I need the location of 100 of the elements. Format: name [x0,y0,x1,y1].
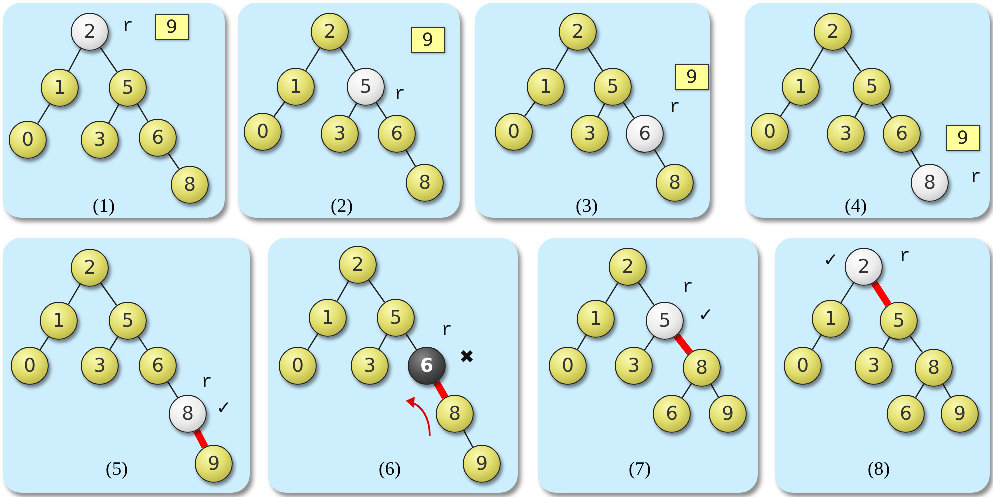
tree-edge [654,150,666,168]
tree-node: 3 [351,347,389,385]
tree-edge [100,283,118,306]
tree-edge [843,47,862,72]
tree-edge [168,382,178,398]
tree-edge [108,104,120,124]
pointer-label: r [122,18,134,36]
tree-edge [812,335,822,350]
tree-edge [138,336,148,351]
tree-node: 6 [883,115,921,153]
tree-node: 2 [71,13,109,51]
tree-edge [100,47,118,73]
panel-background [538,238,758,493]
tree-node: 1 [277,68,315,106]
tree-node: 3 [615,347,653,385]
tree-node: 2 [339,246,377,284]
tree-node: 8 [406,164,444,202]
tree-edge [37,104,51,124]
check-mark: ✓ [823,252,839,270]
tree-node: 0 [9,121,47,159]
tree-node: 5 [594,68,632,106]
value-box: 9 [155,14,189,40]
tree-node: 0 [244,113,282,151]
tree-edge [598,104,606,118]
tree-edge [308,334,318,350]
tree-edge [854,103,864,118]
tree-node: 1 [309,299,347,337]
tree-node: 9 [941,395,979,433]
tree-node: 6 [139,119,177,157]
tree-node: 5 [646,302,684,340]
panel-background [475,3,710,218]
tree-node: 5 [109,302,147,340]
tree-edge [588,48,604,72]
tree-node: 2 [609,248,647,286]
tree-node: 6 [653,395,691,433]
tree-node: 3 [571,115,609,153]
tree-node: 0 [495,113,533,151]
tree-edge [348,103,358,118]
tree-node: 2 [814,13,852,51]
tree-edge [336,281,350,302]
tree-node: 2 [71,249,109,287]
tree-node: 3 [321,115,359,153]
tree-edge [340,48,356,72]
tree-edge [376,102,388,118]
tree-edge [638,282,655,306]
highlighted-edge [674,334,693,356]
tree-node: 2 [559,13,597,51]
tree-edge [780,102,791,117]
tree-node: 0 [279,347,317,385]
tree-edge [682,384,692,398]
tree-edge [463,430,474,448]
tree-edge [40,336,50,350]
tree-edge [882,337,890,350]
tree-node: 6 [378,115,416,153]
pointer-label: r [394,86,406,104]
tree-node: 1 [41,69,79,107]
tree-edge [910,150,922,167]
tree-edge [168,153,180,170]
tree-node: 3 [827,115,865,153]
panel-caption: (6) [378,459,402,481]
tree-node: 2 [311,13,349,51]
panel-background [775,238,990,493]
tree-edge [305,48,321,72]
tree-node: 3 [81,121,119,159]
pointer-label: r [900,248,910,266]
tree-node: 0 [784,347,822,385]
tree-edge [882,102,892,118]
panel-background [745,3,990,218]
panel-caption: (2) [330,196,354,218]
tree-edge [274,102,286,118]
highlighted-edge [194,429,208,449]
pointer-label: r [202,374,212,392]
tree-node: 6 [408,347,446,385]
tree-node: 8 [436,395,474,433]
panel-caption: (3) [576,196,598,218]
panel-background [3,3,225,218]
panel-caption: (8) [868,459,890,481]
tree-edge [406,150,416,167]
highlighted-edge [434,380,448,400]
pointer-label: r [970,169,982,187]
tree-node: 3 [81,347,119,385]
panel-background [3,238,250,493]
tree-node: 1 [577,300,615,338]
tree-node: 0 [549,347,587,385]
tree-edge [605,282,619,304]
panel-background [268,238,518,493]
tree-node: 5 [347,68,385,106]
tree-node: 8 [911,164,949,202]
tree-node: 1 [40,302,78,340]
tree-node: 5 [880,302,918,340]
tree-edge [378,334,388,350]
tree-node: 3 [855,347,893,385]
tree-edge [406,334,418,350]
check-mark: ✓ [698,307,714,325]
tree-edge [524,102,536,117]
tree-edge [910,336,924,354]
pointer-label: r [670,99,680,117]
tree-node: 8 [915,349,953,387]
tree-node: 8 [169,395,207,433]
check-mark: ✓ [216,400,232,418]
